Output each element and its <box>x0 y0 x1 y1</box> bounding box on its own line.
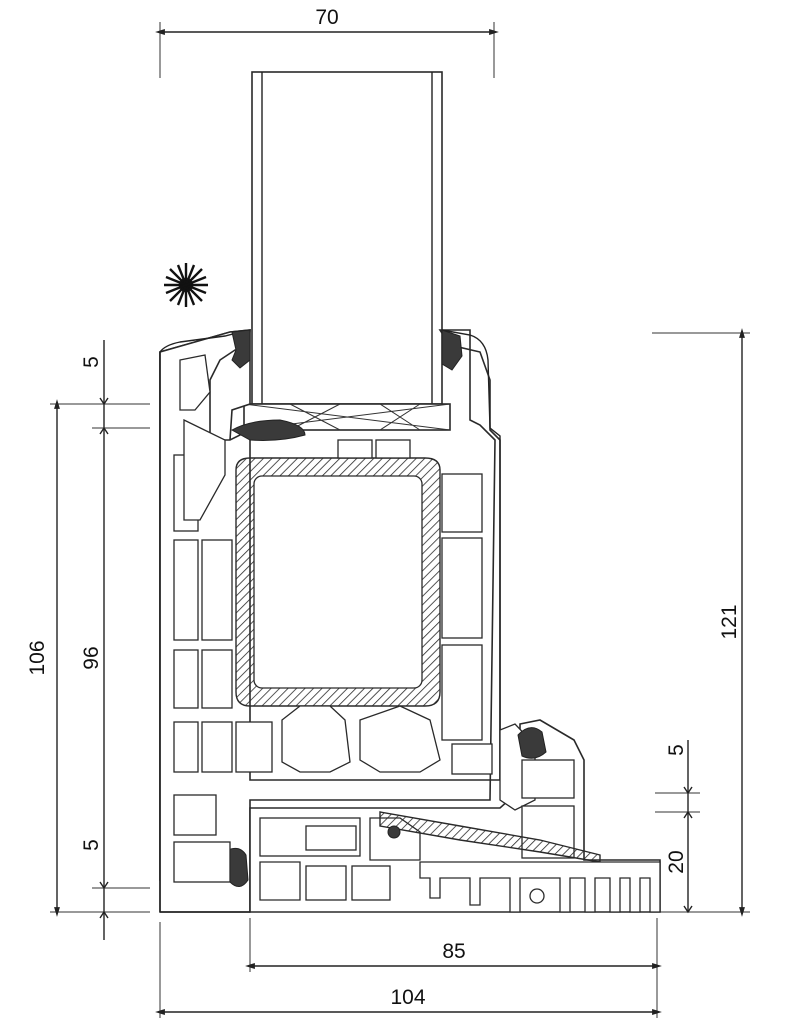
frame-profile <box>249 719 661 913</box>
dim-label-sill-gap: 5 <box>665 744 688 756</box>
sun-icon <box>164 263 208 307</box>
dimension-right-height: 121 <box>652 328 750 917</box>
dim-label-outer-width: 104 <box>390 986 425 1009</box>
dim-label-top-width: 70 <box>315 6 338 29</box>
dim-label-frame-height: 106 <box>26 640 49 675</box>
sash-profile <box>159 329 501 913</box>
frame-gasket <box>517 727 547 759</box>
glazing-unit <box>243 71 451 431</box>
dimension-sill: 5 20 <box>655 740 700 914</box>
dimension-frame-height: 106 <box>26 399 150 917</box>
dim-label-inner-height: 96 <box>80 646 103 669</box>
bead-gasket <box>230 419 306 441</box>
dimension-top-width: 70 <box>155 6 499 78</box>
dim-label-bottom-gap: 5 <box>80 839 103 851</box>
dimension-inner-height: 5 96 5 <box>80 340 150 940</box>
dimension-outer-width: 104 <box>155 922 662 1018</box>
dimension-inner-width: 85 <box>245 918 662 972</box>
sash-seal-gasket <box>227 847 249 887</box>
glazing-gasket-left <box>231 329 251 369</box>
dim-label-right-height: 121 <box>718 604 741 639</box>
dim-label-sill-height: 20 <box>665 850 688 873</box>
dim-label-inner-width: 85 <box>442 940 465 963</box>
glazing-gasket-right <box>441 329 463 371</box>
dim-label-top-gap: 5 <box>80 356 103 368</box>
